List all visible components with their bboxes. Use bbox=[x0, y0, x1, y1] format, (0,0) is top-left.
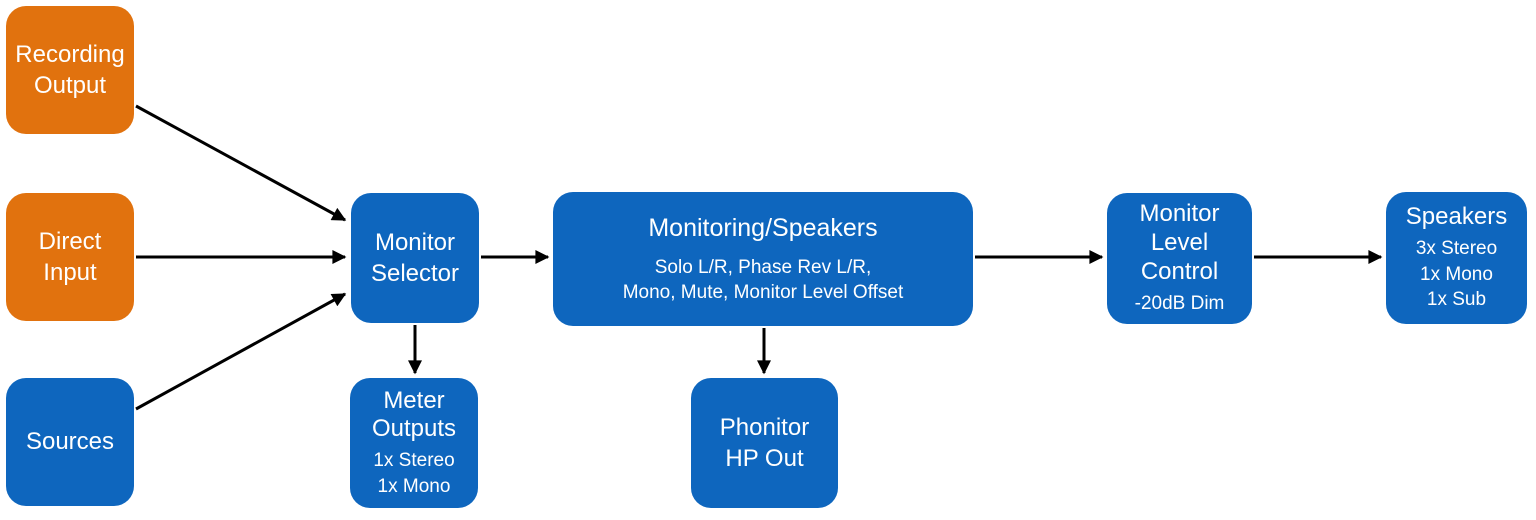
arrow-recording-output-to-monitor-selector bbox=[135, 104, 347, 222]
node-subtitle: 3x Stereo 1x Mono 1x Sub bbox=[1415, 237, 1498, 311]
node-title: Monitor Selector bbox=[370, 228, 460, 287]
node-direct-input: Direct Input bbox=[6, 193, 134, 321]
node-title: Recording Output bbox=[15, 40, 125, 99]
node-meter-outputs: Meter Outputs 1x Stereo 1x Mono bbox=[350, 378, 478, 508]
node-title: Sources bbox=[25, 428, 115, 456]
node-recording-output: Recording Output bbox=[6, 6, 134, 134]
node-speakers: Speakers 3x Stereo 1x Mono 1x Sub bbox=[1386, 192, 1527, 324]
node-title: Monitoring/Speakers bbox=[648, 214, 878, 243]
arrow-sources-to-monitor-selector bbox=[135, 292, 347, 411]
node-title: Meter Outputs bbox=[371, 386, 457, 443]
node-title: Speakers bbox=[1405, 203, 1508, 231]
node-monitor-level-control: Monitor Level Control -20dB Dim bbox=[1107, 193, 1252, 324]
node-phonitor-hp-out: Phonitor HP Out bbox=[691, 378, 838, 508]
node-subtitle: Solo L/R, Phase Rev L/R, Mono, Mute, Mon… bbox=[622, 256, 904, 304]
node-sources: Sources bbox=[6, 378, 134, 506]
node-title: Direct Input bbox=[38, 227, 102, 286]
node-subtitle: -20dB Dim bbox=[1134, 292, 1225, 314]
node-title: Monitor Level Control bbox=[1139, 200, 1220, 286]
node-title: Phonitor HP Out bbox=[719, 413, 810, 472]
node-subtitle: 1x Stereo 1x Mono bbox=[373, 450, 455, 497]
node-monitoring-speakers: Monitoring/Speakers Solo L/R, Phase Rev … bbox=[553, 192, 973, 326]
node-monitor-selector: Monitor Selector bbox=[351, 193, 479, 323]
